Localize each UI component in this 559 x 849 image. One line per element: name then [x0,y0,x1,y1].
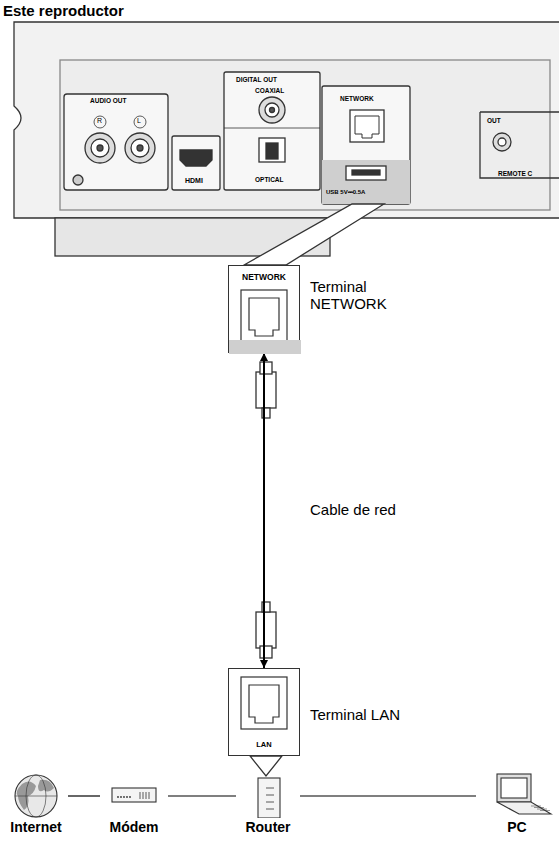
terminal-label: Terminal NETWORK [310,278,405,313]
cable-label: Cable de red [308,501,398,518]
connection-line [168,795,236,796]
panel-label: USB 5V⎓0.5A [326,189,365,196]
router-icon: Router [236,770,300,836]
internet-globe: Internet [4,770,68,836]
lan-terminal-zoom: LAN [228,668,300,756]
device-name: Router [245,819,290,835]
panel-label: REMOTE C [498,170,532,177]
connection-line [300,795,476,796]
node-art [4,770,68,818]
panel-label: OUT [487,117,501,124]
panel-label: HDMI [185,177,203,185]
terminal-name: LAN [229,740,299,749]
panel-label: COAXIAL [255,87,284,94]
channel-label: L [137,117,141,125]
connection-line [68,795,100,796]
terminal-name: NETWORK [229,272,299,282]
panel-label: OPTICAL [255,176,284,183]
node-art [476,770,558,818]
pc-icon: PC [476,770,558,836]
device-name: Internet [10,819,61,835]
network-cable [263,353,265,668]
network-terminal-zoom: NETWORK [228,265,300,353]
device-name: PC [507,819,526,835]
node-art [236,770,300,818]
node-art [100,770,168,818]
panel-label: DIGITAL OUT [236,76,277,83]
device-name: Módem [110,819,159,835]
panel-label: NETWORK [340,95,374,102]
channel-label: R [97,117,102,125]
figure-title: Este reproductor [3,2,124,19]
modem-icon: Módem [100,770,168,836]
panel-label: AUDIO OUT [90,97,126,104]
player-housing [14,22,559,776]
terminal-label: Terminal LAN [310,706,400,723]
